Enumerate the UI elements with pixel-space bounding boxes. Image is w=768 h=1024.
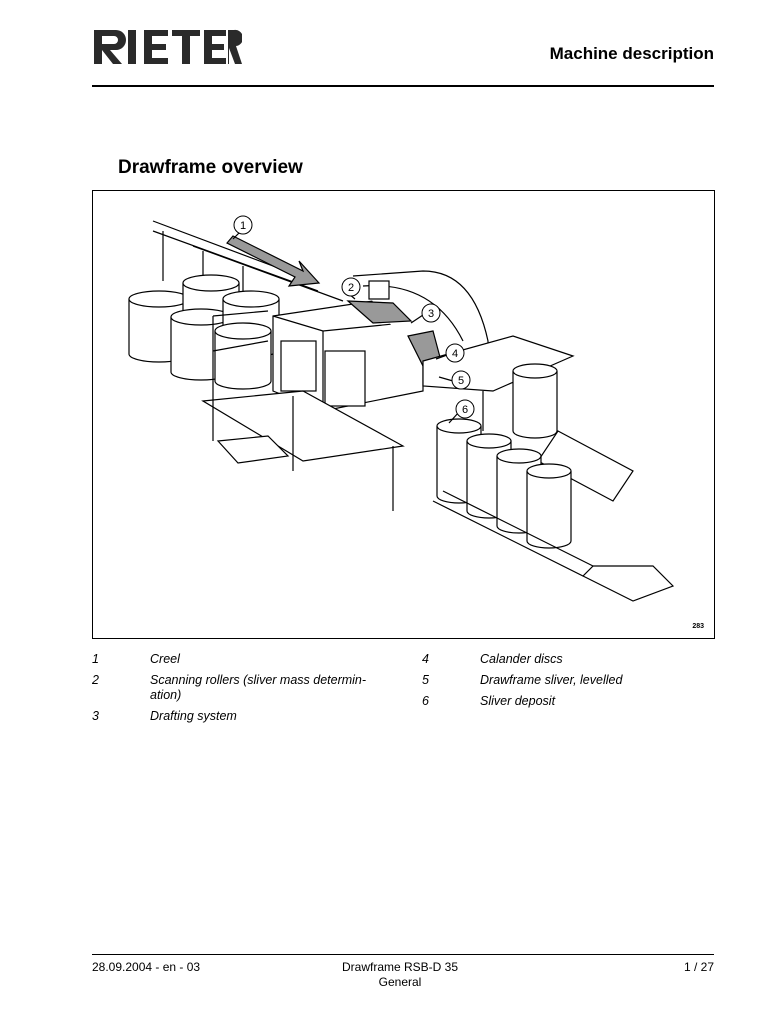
callout-1: 1 (240, 220, 246, 232)
legend-number: 4 (422, 652, 429, 666)
rieter-logo (94, 29, 242, 64)
legend-number: 1 (92, 652, 99, 666)
legend-number: 5 (422, 673, 429, 687)
legend-number: 2 (92, 673, 99, 687)
drawframe-illustration: 1 2 3 4 5 6 283 (92, 190, 715, 639)
legend-item: 5 Drawframe sliver, levelled (422, 673, 722, 688)
legend-number: 3 (92, 709, 99, 723)
footer-document: Drawframe RSB-D 35 General (300, 960, 500, 990)
footer-date-revision: 28.09.2004 - en - 03 (92, 960, 201, 974)
section-title: Machine description (549, 44, 714, 63)
legend-number: 6 (422, 694, 429, 708)
callout-4: 4 (452, 348, 458, 360)
legend-item: 1 Creel (92, 652, 392, 667)
figure-number: 283 (692, 623, 704, 630)
callout-5: 5 (458, 375, 464, 387)
footer-rule (92, 954, 714, 955)
page-title: Drawframe overview (118, 157, 303, 178)
legend-text: Scanning rollers (sliver mass determin-a… (150, 673, 367, 702)
header-rule (92, 85, 714, 87)
legend-text: Drawframe sliver, levelled (480, 673, 623, 687)
drawframe-drawing: 1 2 3 4 5 6 (128, 215, 675, 602)
legend-text: Sliver deposit (480, 694, 556, 708)
legend-item: 2 Scanning rollers (sliver mass determin… (92, 673, 392, 703)
legend-text: Calander discs (480, 652, 563, 666)
legend-text: Drafting system (150, 709, 237, 723)
footer-doc-title: Drawframe RSB-D 35 (341, 960, 459, 974)
legend-text: Creel (150, 652, 180, 666)
legend-item: 6 Sliver deposit (422, 694, 722, 709)
legend-item: 4 Calander discs (422, 652, 722, 667)
legend-left-column: 1 Creel 2 Scanning rollers (sliver mass … (92, 652, 392, 730)
callout-6: 6 (462, 404, 468, 416)
legend-item: 3 Drafting system (92, 709, 392, 724)
footer-doc-subtitle: General (378, 975, 422, 989)
callout-2: 2 (348, 282, 354, 294)
legend-right-column: 4 Calander discs 5 Drawframe sliver, lev… (422, 652, 722, 715)
footer-page-number: 1 / 27 (683, 960, 714, 974)
callout-3: 3 (428, 308, 434, 320)
